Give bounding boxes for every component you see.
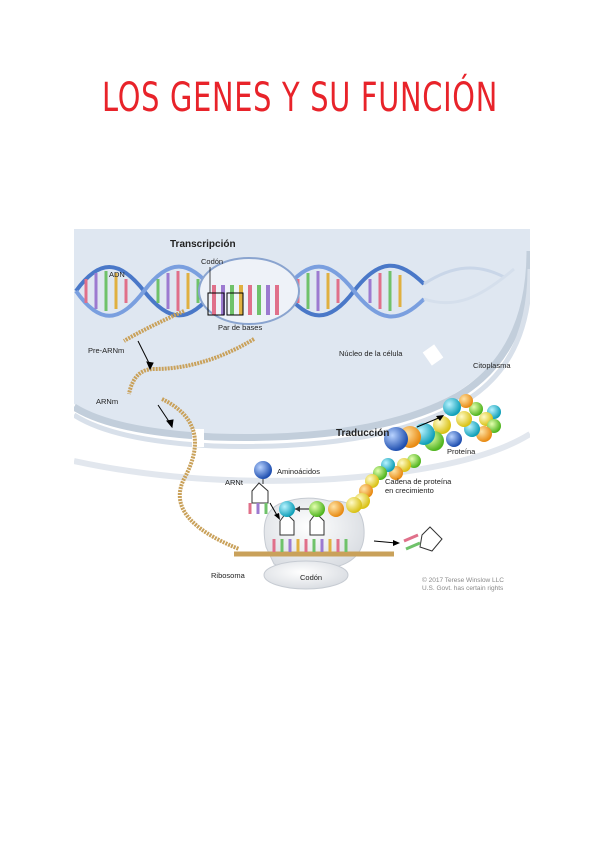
dna-label: ADN xyxy=(109,270,125,279)
trna-label: ARNt xyxy=(225,478,243,487)
free-trna xyxy=(250,461,272,514)
growing-chain-label-line2: en crecimiento xyxy=(385,486,434,495)
nucleus-label: Núcleo de la célula xyxy=(339,349,402,358)
gene-expression-diagram: Transcripción Codón ADN Par de bases Pre… xyxy=(74,229,530,601)
amino-acids-label: Aminoácidos xyxy=(277,467,320,476)
diagram-artwork xyxy=(74,229,530,601)
ribosome-label: Ribosoma xyxy=(211,571,245,580)
codon-label-bottom: Codón xyxy=(300,573,322,582)
mrna-label: ARNm xyxy=(96,397,118,406)
growing-chain-label-line1: Cadena de proteína xyxy=(385,477,451,486)
cytoplasm-label: Citoplasma xyxy=(473,361,511,370)
pre-mrna-label: Pre-ARNm xyxy=(88,346,124,355)
released-trna xyxy=(404,527,442,551)
base-pair-label: Par de bases xyxy=(218,323,262,332)
codon-label-top: Codón xyxy=(201,257,223,266)
page-title: LOS GENES Y SU FUNCIÓN xyxy=(84,75,516,121)
copyright-line1: © 2017 Terese Winslow LLC xyxy=(422,577,504,584)
transcription-heading: Transcripción xyxy=(170,239,236,250)
copyright-line2: U.S. Govt. has certain rights xyxy=(422,585,503,592)
translation-heading: Traducción xyxy=(336,428,389,439)
protein-label: Proteína xyxy=(447,447,475,456)
